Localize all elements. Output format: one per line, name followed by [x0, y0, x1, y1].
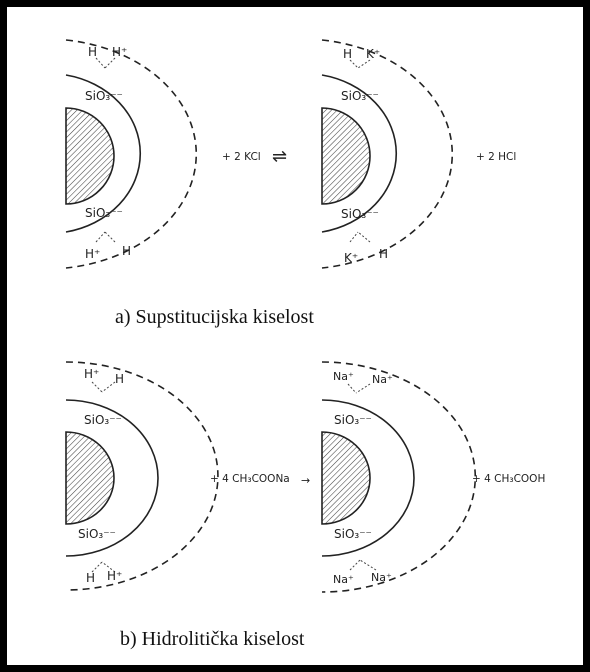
silicate-layer: [321, 399, 415, 557]
colloid-core: [65, 107, 115, 205]
colloid-core: [321, 107, 371, 205]
product-label: + 2 HCl: [476, 151, 516, 163]
dashed-ion-layer: [65, 361, 219, 591]
colloid-core: [65, 431, 115, 525]
equilibrium-arrow: ⇌: [272, 146, 287, 167]
species-label: H⁺: [85, 247, 100, 261]
species-label: H: [379, 247, 388, 261]
micelle-b-left: H⁺ H SiO₃⁻⁻ SiO₃⁻⁻ H H⁺: [65, 361, 219, 591]
species-label: Na⁺: [372, 373, 393, 386]
reagent-label: + 4 CH₃COONa: [210, 473, 290, 485]
species-label: H⁺: [112, 45, 127, 59]
species-label: Na⁺: [333, 573, 354, 586]
reagent-label: + 2 KCl: [222, 151, 261, 163]
silicate-label: SiO₃⁻⁻: [341, 207, 379, 221]
species-label: H: [88, 45, 97, 59]
silicate-label: SiO₃⁻⁻: [85, 89, 123, 103]
product-label: + 4 CH₃COOH: [472, 473, 545, 485]
reaction-arrow: →: [301, 474, 310, 487]
colloid-core: [321, 431, 371, 525]
species-label: H: [343, 47, 352, 61]
silicate-layer: [65, 74, 142, 233]
caption-b: b) Hidrolitička kiselost: [120, 628, 305, 650]
silicate-label: SiO₃⁻⁻: [84, 413, 122, 427]
species-label: H⁺: [84, 367, 99, 381]
silicate-layer: [321, 74, 398, 233]
silicate-label: SiO₃⁻⁻: [78, 527, 116, 541]
species-label: K⁺: [366, 47, 380, 61]
dashed-ion-layer: [65, 39, 197, 269]
species-label: Na⁺: [333, 370, 354, 383]
species-label: H: [115, 372, 124, 386]
caption-a: a) Supstitucijska kiselost: [115, 306, 314, 328]
species-label: H⁺: [107, 569, 122, 583]
dashed-ion-layer: [321, 361, 477, 593]
species-label: K⁺: [344, 251, 358, 265]
silicate-label: SiO₃⁻⁻: [334, 413, 372, 427]
micelle-a-left: H H⁺ SiO₃⁻⁻ SiO₃⁻⁻ H⁺ H: [65, 39, 197, 269]
micelle-a-right: H K⁺ SiO₃⁻⁻ SiO₃⁻⁻ K⁺ H: [321, 39, 453, 269]
silicate-label: SiO₃⁻⁻: [341, 89, 379, 103]
species-label: H: [86, 571, 95, 585]
silicate-label: SiO₃⁻⁻: [334, 527, 372, 541]
species-label: H: [122, 244, 131, 258]
silicate-layer: [65, 399, 159, 557]
species-label: Na⁺: [371, 571, 392, 584]
silicate-label: SiO₃⁻⁻: [85, 206, 123, 220]
micelle-b-right: Na⁺ Na⁺ SiO₃⁻⁻ SiO₃⁻⁻ Na⁺ Na⁺: [321, 361, 477, 593]
dashed-ion-layer: [321, 39, 453, 269]
